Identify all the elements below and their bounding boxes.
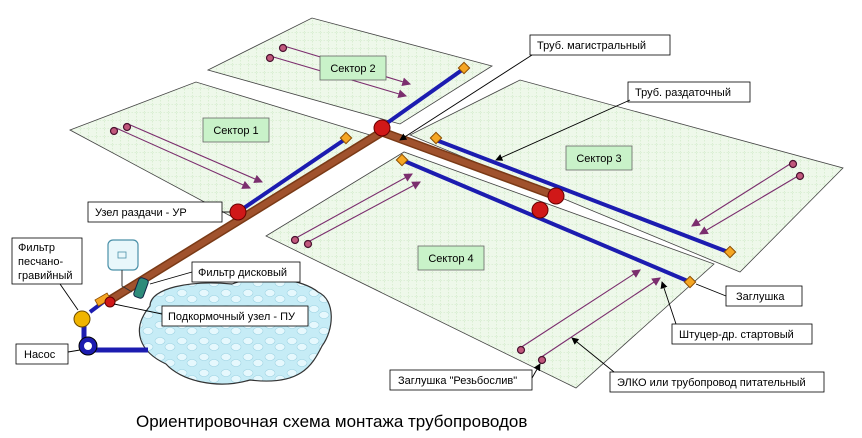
svg-text:Заглушка "Резьбослив": Заглушка "Резьбослив" — [398, 375, 517, 387]
sector-2-label: Сектор 2 — [319, 55, 387, 81]
callout-pump: Насос — [15, 343, 81, 365]
sector-4-field — [265, 151, 715, 389]
water-reservoir — [138, 277, 332, 385]
svg-text:Штуцер-др. стартовый: Штуцер-др. стартовый — [679, 329, 794, 341]
svg-text:Сектор 1: Сектор 1 — [213, 125, 258, 137]
svg-text:песчано-: песчано- — [18, 256, 63, 268]
callout-dist-node: Узел раздачи - УР — [87, 201, 230, 223]
callout-disc-filter: Фильтр дисковый — [149, 261, 301, 285]
svg-text:Фильтр: Фильтр — [18, 242, 55, 254]
diagram-caption: Ориентировочная схема монтажа трубопрово… — [136, 412, 527, 431]
sector-3-field — [409, 79, 844, 273]
callout-drip-line: ЭЛКО или трубопровод питательный — [571, 337, 825, 393]
callout-sand-filter: Фильтр песчано- гравийный — [11, 237, 83, 311]
sector-1-label: Сектор 1 — [202, 117, 270, 143]
callout-end-plug: Заглушка — [695, 283, 803, 307]
end-plugs — [339, 61, 737, 289]
svg-text:Подкормочный узел - ПУ: Подкормочный узел - ПУ — [168, 311, 296, 323]
main-pipe — [107, 127, 558, 304]
sector-4-label: Сектор 4 — [417, 245, 485, 271]
pump-assembly — [73, 239, 149, 356]
svg-text:Труб. магистральный: Труб. магистральный — [537, 40, 646, 52]
svg-text:Сектор 4: Сектор 4 — [428, 253, 473, 265]
sand-filter-icon — [73, 310, 91, 328]
svg-text:Заглушка: Заглушка — [736, 291, 785, 303]
disc-filter-icon — [133, 277, 149, 299]
sector-3-label: Сектор 3 — [565, 145, 633, 171]
callout-main-pipe: Труб. магистральный — [399, 34, 671, 141]
svg-text:Узел раздачи - УР: Узел раздачи - УР — [95, 207, 187, 219]
callout-thread-plug: Заглушка "Резьбослив" — [389, 363, 541, 391]
callout-distrib-pipe: Труб. раздаточный — [495, 81, 751, 161]
svg-text:Сектор 3: Сектор 3 — [576, 153, 621, 165]
feed-tank-icon — [107, 239, 139, 271]
callout-start-fitting: Штуцер-др. стартовый — [660, 281, 813, 345]
valves — [229, 119, 565, 221]
svg-text:ЭЛКО или трубопровод питательн: ЭЛКО или трубопровод питательный — [617, 377, 806, 389]
svg-text:Насос: Насос — [24, 349, 56, 361]
svg-text:Сектор 2: Сектор 2 — [330, 63, 375, 75]
distribution-pipes — [236, 68, 730, 284]
svg-text:гравийный: гравийный — [18, 270, 73, 282]
svg-text:Фильтр дисковый: Фильтр дисковый — [198, 267, 287, 279]
drip-line-ends — [109, 43, 805, 365]
callout-feed-node: Подкормочный узел - ПУ — [113, 303, 309, 327]
svg-text:Труб. раздаточный: Труб. раздаточный — [635, 87, 731, 99]
